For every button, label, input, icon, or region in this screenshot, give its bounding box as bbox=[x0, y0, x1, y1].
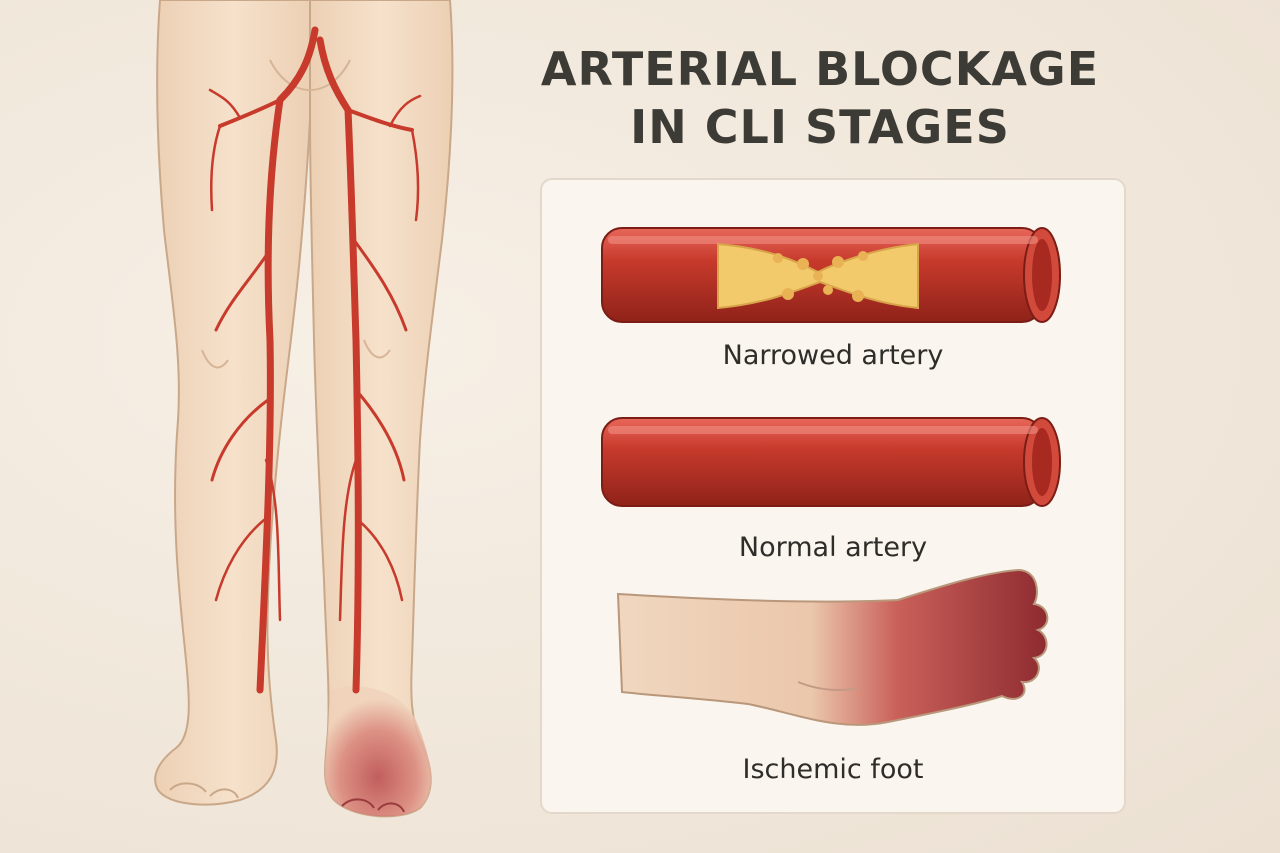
foot-shape bbox=[616, 568, 1049, 726]
right-foot-ischemic bbox=[325, 686, 432, 817]
narrowed-artery-label: Narrowed artery bbox=[722, 340, 944, 371]
title-line-2: IN CLI STAGES bbox=[630, 100, 1010, 154]
artery-network bbox=[208, 26, 422, 694]
normal-artery-label: Normal artery bbox=[738, 532, 928, 563]
title-line-1: ARTERIAL BLOCKAGE bbox=[540, 42, 1100, 96]
stages-panel: Narrowed artery Normal artery Ischemic f… bbox=[540, 178, 1126, 814]
ischemic-foot-label: Ischemic foot bbox=[742, 754, 924, 785]
legs-illustration bbox=[154, 0, 454, 818]
ischemic-foot-illustration bbox=[616, 568, 1049, 726]
page-title: ARTERIAL BLOCKAGE IN CLI STAGES bbox=[520, 40, 1120, 156]
narrowed-artery-illustration bbox=[601, 227, 1061, 323]
normal-artery-illustration bbox=[601, 417, 1061, 507]
